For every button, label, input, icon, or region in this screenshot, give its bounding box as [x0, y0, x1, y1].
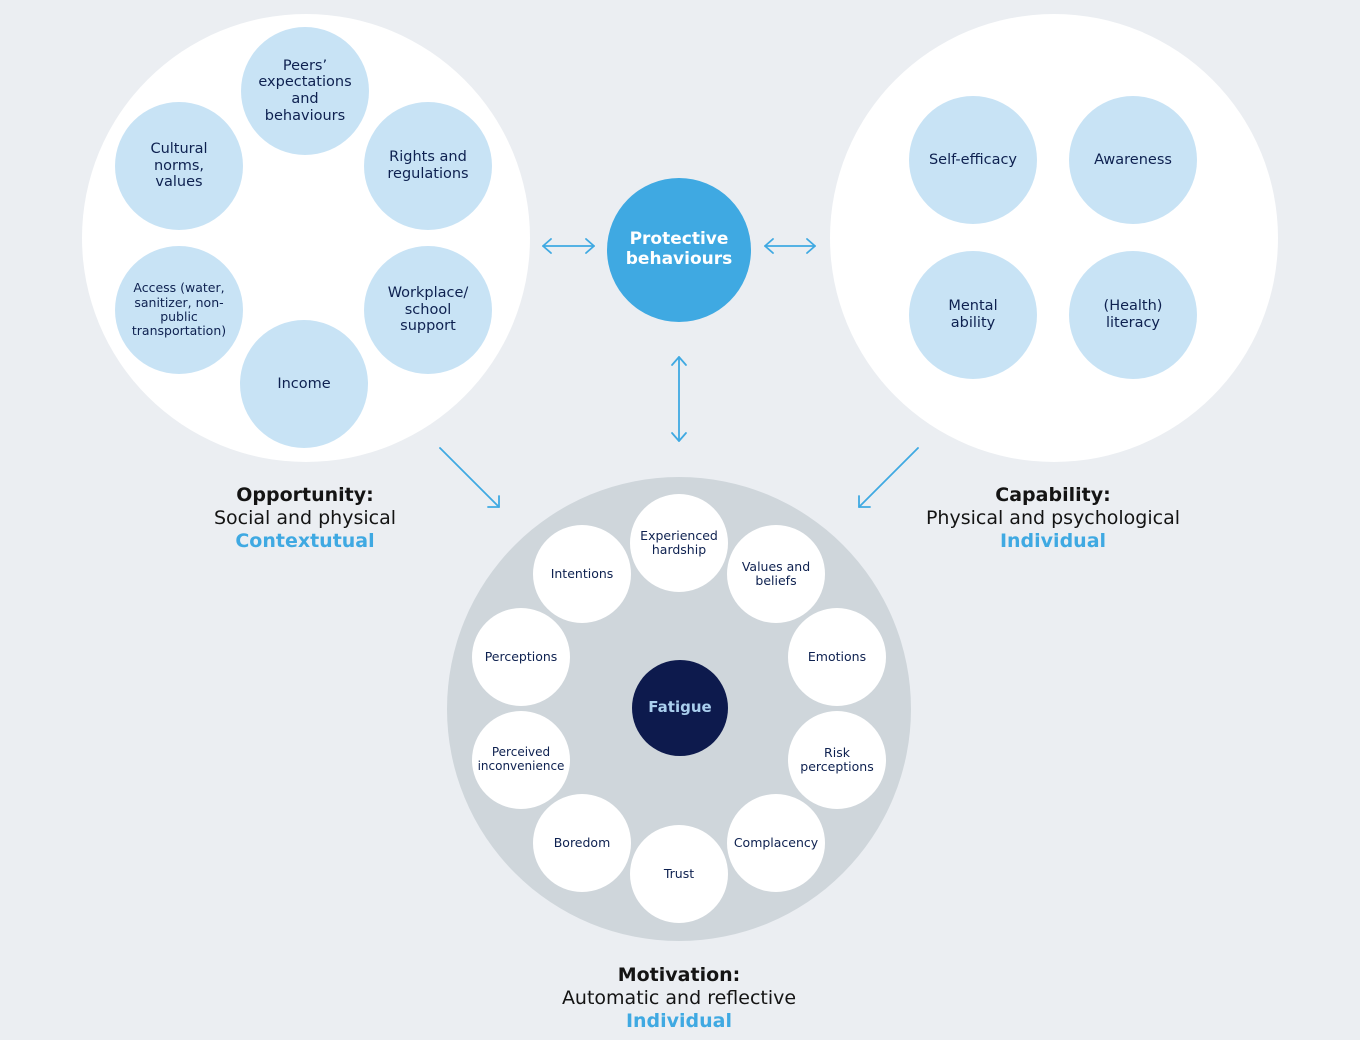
opportunity-caption: Opportunity: Social and physical Context… — [214, 484, 396, 552]
capability-caption: Capability: Physical and psychological I… — [926, 484, 1180, 552]
opportunity-node-access: Access (water, sanitizer, non-public tra… — [115, 246, 243, 374]
arrow-center-capability — [764, 238, 816, 254]
opportunity-tag: Contextutual — [235, 529, 375, 552]
opportunity-node-peers: Peers’ expectations and behaviours — [241, 27, 369, 155]
opportunity-node-cultural-norms: Cultural norms, values — [115, 102, 243, 230]
motivation-node-risk-perceptions: Risk perceptions — [788, 711, 886, 809]
capability-node-mental-ability: Mental ability — [909, 251, 1037, 379]
opportunity-node-rights: Rights and regulations — [364, 102, 492, 230]
opportunity-node-income: Income — [240, 320, 368, 448]
fatigue-node: Fatigue — [632, 660, 728, 756]
capability-heading: Capability: — [995, 484, 1111, 506]
opportunity-node-workplace: Workplace/ school support — [364, 246, 492, 374]
protective-behaviours-node: Protective behaviours — [607, 178, 751, 322]
motivation-node-boredom: Boredom — [533, 794, 631, 892]
arrow-opportunity-center — [542, 238, 595, 254]
arrow-center-motivation — [671, 356, 687, 442]
motivation-caption: Motivation: Automatic and reflective Ind… — [562, 964, 796, 1032]
opportunity-subtitle: Social and physical — [213, 506, 397, 529]
motivation-tag: Individual — [625, 1009, 733, 1032]
motivation-node-perceptions: Perceptions — [472, 608, 570, 706]
opportunity-heading: Opportunity: — [236, 484, 374, 506]
capability-node-awareness: Awareness — [1069, 96, 1197, 224]
motivation-node-trust: Trust — [630, 825, 728, 923]
arrow-opportunity-motivation — [439, 447, 500, 508]
arrow-capability-motivation — [858, 447, 919, 508]
motivation-node-perceived-inconvenience: Perceived inconvenience — [472, 711, 570, 809]
protective-behaviours-label: Protective behaviours — [625, 229, 733, 269]
capability-subtitle: Physical and psychological — [925, 506, 1181, 529]
motivation-node-values-beliefs: Values and beliefs — [727, 525, 825, 623]
motivation-node-emotions: Emotions — [788, 608, 886, 706]
capability-tag: Individual — [999, 529, 1107, 552]
motivation-node-intentions: Intentions — [533, 525, 631, 623]
motivation-node-experienced-hardship: Experienced hardship — [630, 494, 728, 592]
capability-node-self-efficacy: Self-efficacy — [909, 96, 1037, 224]
capability-circle — [830, 14, 1278, 462]
motivation-heading: Motivation: — [617, 964, 741, 986]
motivation-subtitle: Automatic and reflective — [561, 986, 797, 1009]
motivation-node-complacency: Complacency — [727, 794, 825, 892]
capability-node-health-literacy: (Health) literacy — [1069, 251, 1197, 379]
